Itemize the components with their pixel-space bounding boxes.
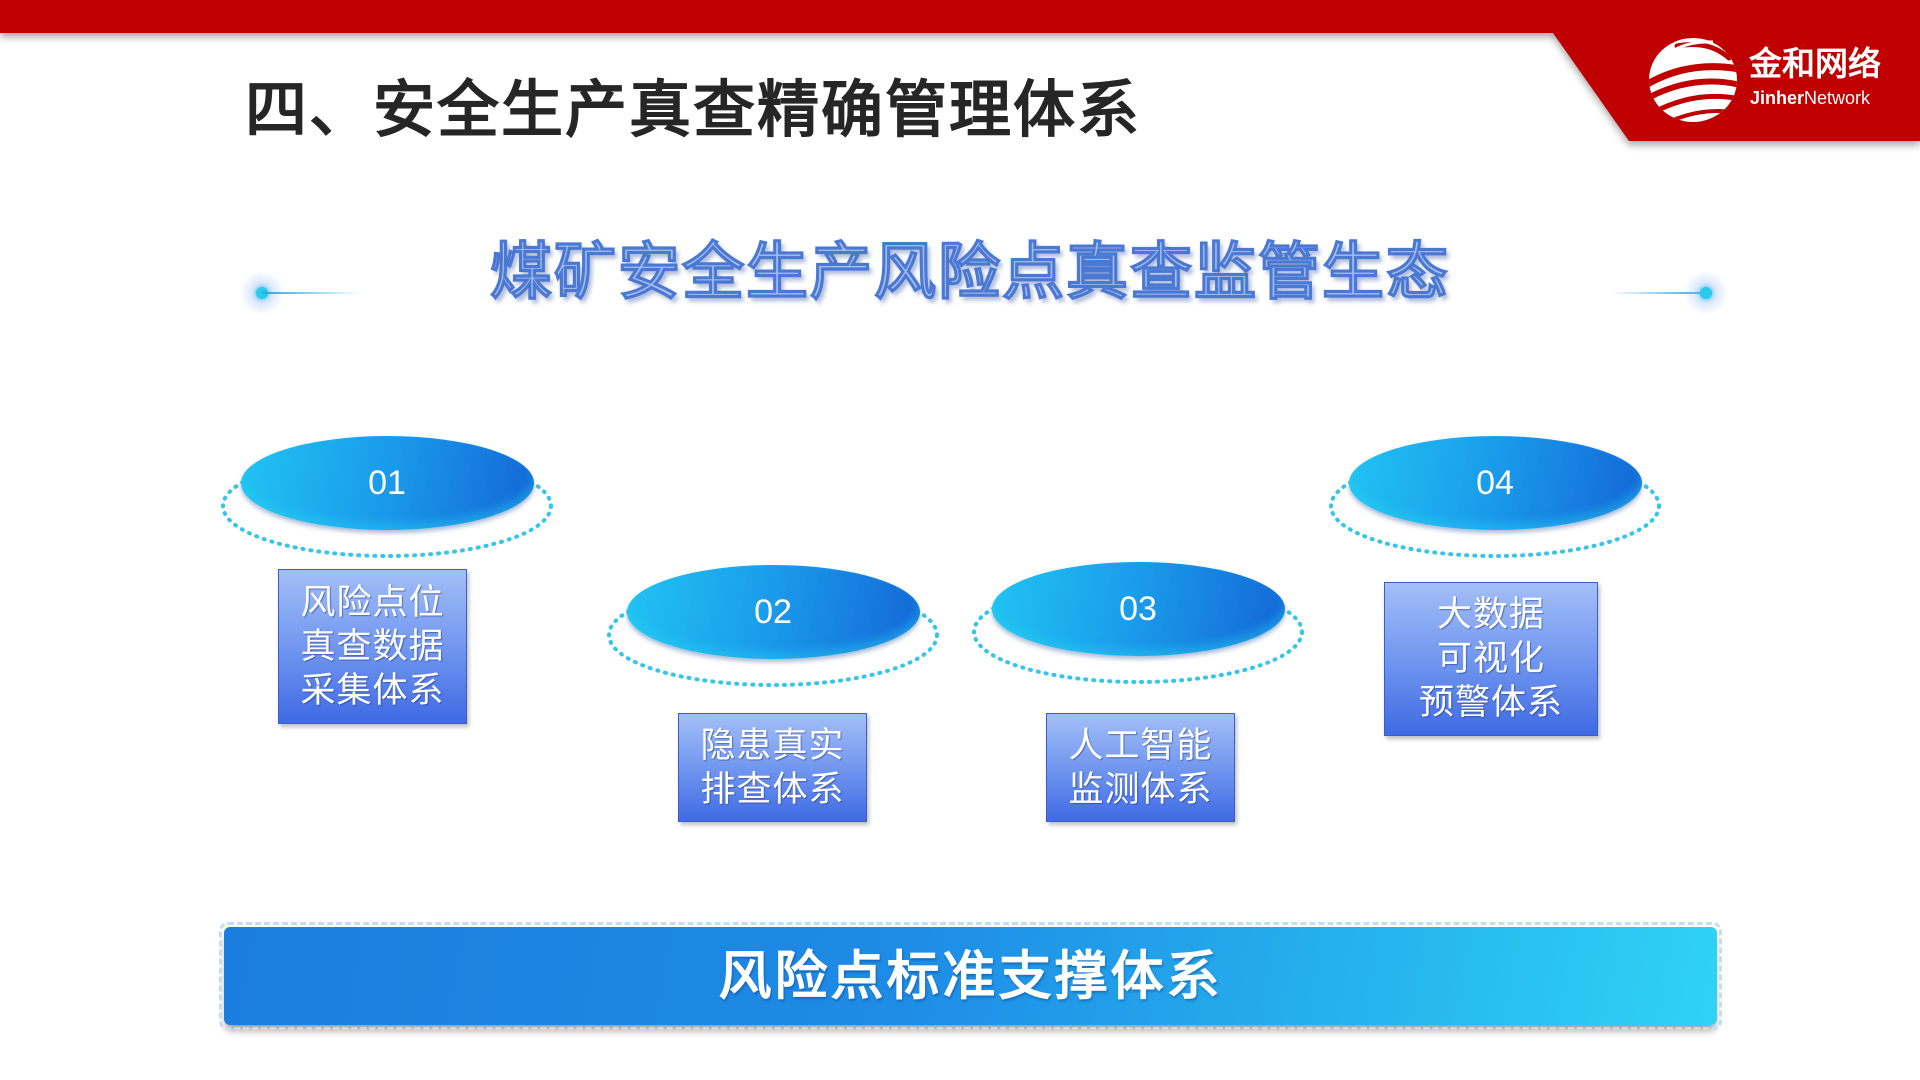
node-box-line: 人工智能 [1068, 725, 1213, 766]
node-01-box: 风险点位 真查数据 采集体系 [278, 569, 467, 724]
node-ellipse [1348, 436, 1642, 530]
node-ring [221, 454, 553, 558]
foundation-label: 风险点标准支撑体系 [718, 945, 1223, 1007]
node-box-line: 风险点位 [300, 582, 445, 623]
node-box-line: 排查体系 [700, 769, 845, 810]
glow-dot-icon [1684, 271, 1728, 315]
node-03: 03 [968, 558, 1308, 688]
node-ellipse [240, 436, 534, 530]
page-title: 四、安全生产真查精确管理体系 [245, 73, 1142, 146]
decor-line-left [262, 292, 362, 294]
node-box-line: 真查数据 [300, 626, 445, 667]
node-number: 04 [1476, 464, 1514, 502]
header-red-band [0, 0, 1920, 141]
foundation-bar: 风险点标准支撑体系 [219, 922, 1722, 1030]
glow-dot-core [1700, 287, 1712, 299]
node-ellipse [991, 562, 1285, 656]
node-box-line: 预警体系 [1418, 683, 1563, 723]
node-01: 01 [217, 432, 557, 562]
node-02-box: 隐患真实 排查体系 [678, 713, 867, 822]
node-ring [972, 580, 1304, 684]
node-04: 04 [1325, 432, 1665, 562]
logo-name-en-bold: Jinher [1750, 88, 1805, 108]
node-03-box: 人工智能 监测体系 [1046, 713, 1235, 822]
node-04-box: 大数据 可视化 预警体系 [1384, 582, 1598, 736]
node-ellipse [626, 565, 920, 659]
node-number: 03 [1119, 590, 1157, 628]
node-box-line: 可视化 [1436, 639, 1545, 679]
node-ring [607, 583, 939, 687]
node-box-line: 隐患真实 [700, 725, 845, 766]
logo-name-en: JinherNetwork [1750, 87, 1870, 109]
decor-line-right [1610, 292, 1706, 294]
jinher-logo-icon [1649, 38, 1737, 122]
node-box-line: 采集体系 [300, 670, 445, 711]
node-02: 02 [603, 561, 943, 691]
node-number: 02 [754, 593, 792, 631]
foundation-dashed-border [219, 922, 1722, 1030]
node-ring [1329, 454, 1661, 558]
node-box-line: 大数据 [1436, 595, 1545, 635]
node-number: 01 [368, 464, 406, 502]
node-box-line: 监测体系 [1068, 769, 1213, 810]
diagram-subtitle: 煤矿安全生产风险点真查监管生态 [489, 234, 1450, 308]
logo-name-en-light: Network [1804, 88, 1871, 108]
logo-name-cn: 金和网络 [1749, 44, 1881, 83]
